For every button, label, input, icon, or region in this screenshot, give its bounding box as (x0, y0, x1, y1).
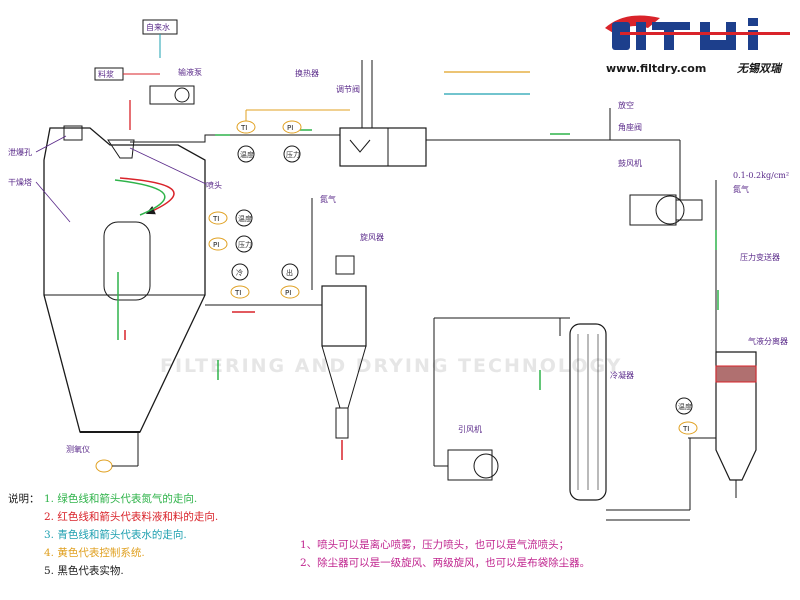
hot-air-fan-label: 鼓风机 (618, 158, 642, 168)
pressure-mid: 压力 (238, 240, 252, 249)
condenser-label: 冷凝器 (610, 370, 634, 380)
legend-item: 1. 绿色线和箭头代表氮气的走向. (44, 492, 197, 505)
cold-label: 冷 (236, 268, 243, 277)
cyclone (321, 255, 367, 439)
legend-title: 说明： (8, 492, 40, 505)
ti-bottom: TI (234, 289, 241, 297)
brand-url: www.filtdry.com (606, 62, 706, 75)
regulating-valve-label: 调节阀 (336, 85, 360, 94)
heat-exchanger (339, 60, 427, 167)
gas-separator (715, 351, 757, 498)
legend-item: 2. 红色线和箭头代表料液和料的走向. (44, 510, 218, 523)
pi-top: PI (287, 124, 293, 132)
angle-valve-label: 角座阀 (618, 122, 642, 132)
explosion-vent-label: 泄爆孔 (8, 147, 32, 157)
feed-pump-label: 输液泵 (178, 67, 202, 77)
ti-mid: TI (212, 215, 219, 223)
heat-exchanger-label: 换热器 (295, 68, 319, 78)
ti-top: TI (240, 124, 247, 132)
gas-separator-label: 气液分离器 (748, 336, 788, 346)
pi-bottom: PI (285, 289, 291, 297)
watermark: FILTERING AND DRYING TECHNOLOGY (160, 355, 622, 377)
nitrogen-top-label: 氮气 (320, 194, 336, 204)
drying-tower (43, 125, 206, 433)
exhaust-fan-label: 引风机 (458, 424, 482, 434)
vent-label: 放空 (618, 100, 634, 110)
feed-label: 料浆 (98, 69, 114, 79)
note-1: 1、喷头可以是离心喷雾，压力喷头，也可以是气流喷头； (300, 538, 569, 551)
note-2: 2、除尘器可以是一级旋风、两级旋风，也可以是布袋除尘器。 (300, 556, 590, 569)
brand-name: 无锡双瑞 (736, 62, 783, 75)
legend-item: 4. 黄色代表控制系统. (44, 546, 145, 559)
legend: 1. 绿色线和箭头代表氮气的走向. 2. 红色线和箭头代表料液和料的走向. 3. 青… (44, 492, 218, 577)
temp-mid: 温度 (238, 214, 252, 223)
legend-item: 3. 青色线和箭头代表水的走向. (44, 528, 187, 541)
pressure-label: 0.1-0.2kg/cm² (733, 171, 789, 180)
pi-mid: PI (213, 241, 219, 249)
temp-top: 温度 (240, 150, 254, 159)
temp-right: 温度 (678, 402, 692, 411)
soft-water-label: 自来水 (146, 22, 170, 32)
oxygen-meter-label: 测氧仪 (66, 444, 90, 454)
mid-instruments: TI 温度 PI 压力 冷 出 TI PI (208, 209, 300, 299)
pressure-top: 压力 (286, 150, 300, 159)
hot-air-fan (629, 194, 703, 226)
out-label: 出 (286, 268, 293, 277)
cyclone-label: 旋风器 (360, 232, 384, 242)
pressure-regulator-label: 压力变送器 (740, 252, 780, 262)
ti-right: TI (682, 425, 689, 433)
nozzle-label: 喷头 (206, 180, 222, 190)
legend-item: 5. 黑色代表实物. (44, 564, 124, 577)
exhaust-fan (447, 449, 499, 481)
top-instruments: TI PI 温度 压力 (236, 120, 302, 163)
nitrogen-right-label: 氮气 (733, 184, 749, 194)
condenser (569, 323, 607, 501)
brand-logo (605, 15, 790, 50)
dry-tower-label: 干燥塔 (8, 177, 32, 187)
